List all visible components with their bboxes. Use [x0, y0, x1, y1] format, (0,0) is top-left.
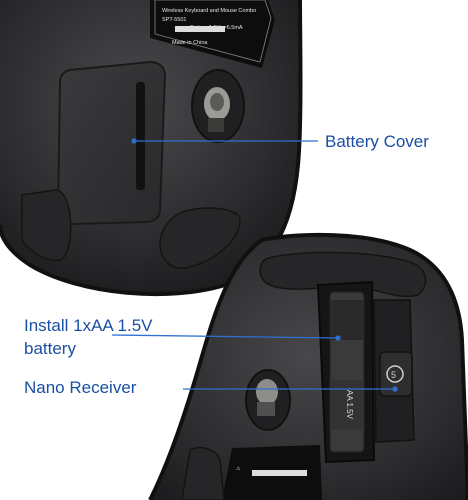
battery-cover [56, 60, 167, 226]
nano-receiver: 5 [379, 351, 413, 397]
top-label-line2: SPT-5501 [162, 17, 186, 23]
bottom-left-foot [181, 447, 225, 500]
top-mouse: Wireless Keyboard and Mouse Combo SPT-55… [0, 0, 303, 297]
callout-install-battery-line2: battery [24, 339, 76, 358]
svg-text:5: 5 [391, 370, 396, 380]
top-label-line1: Wireless Keyboard and Mouse Combo [162, 8, 256, 14]
bottom-sensor [245, 369, 291, 431]
top-label-barcode [175, 26, 225, 32]
callout-nano-receiver: Nano Receiver [24, 378, 137, 397]
top-right-foot [159, 207, 241, 269]
top-label-line4: Made in China [172, 40, 208, 46]
leader-lines [111, 138, 398, 392]
leader-battery [111, 334, 339, 339]
callout-install-battery: Install 1xAA 1.5V [24, 316, 153, 335]
bottom-mouse: AA 1.5V 5 ⚠ [148, 232, 468, 500]
top-sensor [191, 69, 245, 143]
callout-battery-cover: Battery Cover [325, 132, 429, 151]
top-rating-label: Wireless Keyboard and Mouse Combo SPT-55… [150, 0, 275, 68]
aa-battery: AA 1.5V [329, 291, 365, 453]
svg-text:AA 1.5V: AA 1.5V [345, 390, 354, 420]
bottom-top-foot [259, 251, 427, 298]
bottom-rating-label: ⚠ [222, 445, 322, 500]
battery-cover-slot [136, 82, 145, 190]
top-left-foot [21, 189, 72, 261]
bottom-mouse-rim [148, 232, 468, 500]
svg-text:⚠: ⚠ [236, 466, 241, 472]
